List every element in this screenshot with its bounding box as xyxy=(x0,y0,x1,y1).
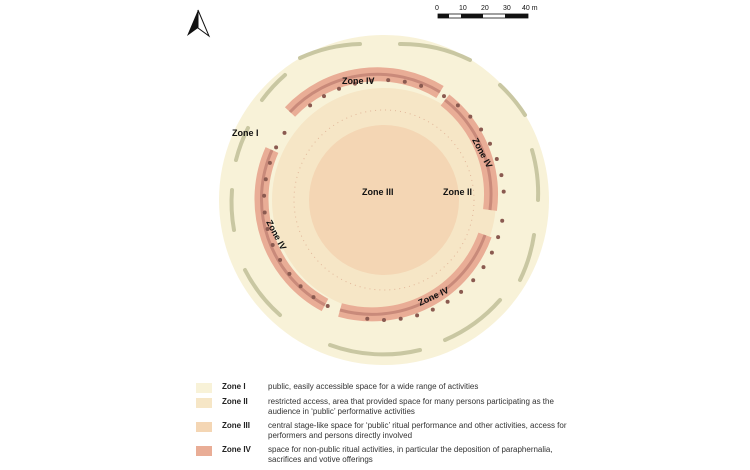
scale-tick-20: 20 xyxy=(481,5,489,12)
legend: Zone I public, easily accessible space f… xyxy=(196,382,576,469)
legend-row-zone-ii: Zone II restricted access, area that pro… xyxy=(196,397,576,417)
zone-iv-inner-line xyxy=(260,72,493,316)
post-hole xyxy=(265,227,270,231)
post-hole xyxy=(325,304,330,308)
post-hole xyxy=(499,173,504,178)
post-hole xyxy=(455,103,460,108)
post-hole xyxy=(471,278,476,283)
post-hole xyxy=(287,271,292,276)
legend-name: Zone III xyxy=(222,421,250,430)
post-hole xyxy=(501,189,506,194)
legend-name: Zone II xyxy=(222,397,248,406)
post-hole xyxy=(322,94,326,99)
post-hole xyxy=(382,318,386,322)
scale-tick-0: 0 xyxy=(435,5,439,12)
post-hole xyxy=(500,218,505,223)
post-hole xyxy=(468,114,473,119)
post-hole xyxy=(398,316,403,321)
post-hole xyxy=(278,258,283,262)
legend-swatch-zone-i xyxy=(196,383,212,393)
post-hole xyxy=(274,145,279,150)
post-hole xyxy=(479,127,484,132)
post-hole xyxy=(488,141,492,146)
post-hole xyxy=(494,157,499,161)
north-arrow-icon xyxy=(187,9,211,38)
legend-row-zone-iii: Zone III central stage-like space for ‘p… xyxy=(196,421,576,441)
outer-ditch xyxy=(229,41,541,357)
zone-iii-label: Zone III xyxy=(362,187,394,197)
legend-swatch-zone-iii xyxy=(196,422,212,432)
legend-name: Zone IV xyxy=(222,445,251,454)
post-hole xyxy=(445,299,450,304)
post-hole xyxy=(459,289,464,294)
post-hole xyxy=(402,79,407,84)
post-hole xyxy=(337,86,341,91)
legend-desc: space for non-public ritual activities, … xyxy=(268,445,553,464)
site-plan-map: Zone I Zone II Zone III Zone IV Zone IV … xyxy=(187,5,549,365)
post-hole xyxy=(415,313,420,318)
post-hole xyxy=(263,177,268,182)
scale-tick-30: 30 xyxy=(503,5,511,12)
post-hole xyxy=(481,265,486,270)
post-hole xyxy=(282,130,287,135)
post-hole xyxy=(262,210,267,215)
zone-ii-label: Zone II xyxy=(443,187,472,197)
scale-bar: 0 10 20 30 40 m xyxy=(435,5,538,19)
scale-tick-10: 10 xyxy=(459,5,467,12)
legend-desc: public, easily accessible space for a wi… xyxy=(268,382,479,391)
post-hole xyxy=(311,295,316,300)
scale-tick-40m: 40 m xyxy=(522,5,538,12)
post-hole xyxy=(419,83,424,88)
zone-iv-label-top: Zone IV xyxy=(342,76,375,86)
post-hole xyxy=(489,250,494,255)
post-holes xyxy=(262,78,506,322)
dotted-ring xyxy=(293,109,475,291)
legend-swatch-zone-iv xyxy=(196,446,212,456)
post-hole xyxy=(262,193,267,198)
zone-i-label: Zone I xyxy=(232,128,259,138)
post-hole xyxy=(267,160,272,165)
post-hole xyxy=(308,103,313,108)
legend-row-zone-iv: Zone IV space for non-public ritual acti… xyxy=(196,445,576,465)
post-hole xyxy=(270,243,275,247)
legend-name: Zone I xyxy=(222,382,246,391)
legend-row-zone-i: Zone I public, easily accessible space f… xyxy=(196,382,576,393)
post-hole xyxy=(298,284,303,289)
legend-desc: restricted access, area that provided sp… xyxy=(268,397,554,416)
post-hole xyxy=(369,78,374,83)
post-hole xyxy=(353,81,357,86)
post-hole xyxy=(442,94,446,99)
post-hole xyxy=(496,235,501,240)
legend-swatch-zone-ii xyxy=(196,398,212,408)
zone-iii-area xyxy=(309,125,459,275)
legend-desc: central stage-like space for ‘public’ ri… xyxy=(268,421,567,440)
post-hole xyxy=(430,307,435,312)
post-hole xyxy=(386,78,391,83)
post-hole xyxy=(365,316,370,321)
